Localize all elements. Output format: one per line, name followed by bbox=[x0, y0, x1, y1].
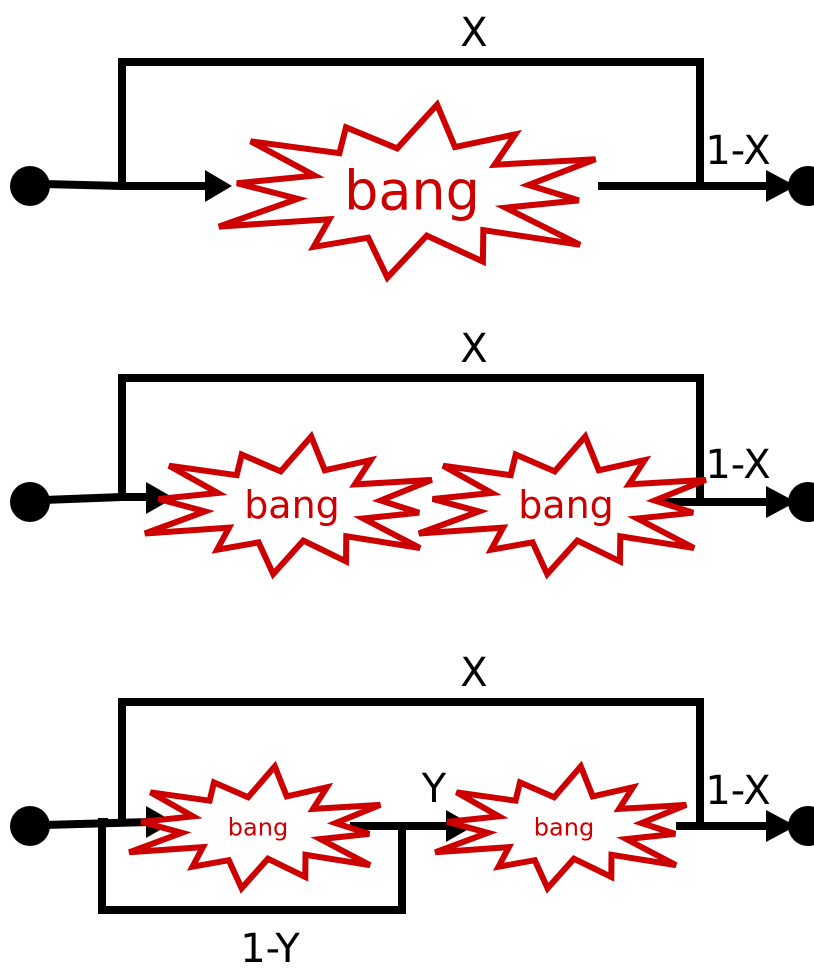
bypass-path bbox=[118, 58, 704, 186]
burst-shape bbox=[434, 760, 688, 894]
bang-burst: bang bbox=[217, 99, 597, 283]
input-wire bbox=[43, 493, 150, 504]
feedback-label-1-y: 1-Y bbox=[240, 926, 300, 970]
bang-burst-1: bang bbox=[128, 760, 382, 894]
output-arrowhead bbox=[766, 170, 796, 202]
bang-burst-2: bang bbox=[434, 760, 688, 894]
input-wire bbox=[43, 180, 210, 190]
bang-burst-1: bang bbox=[143, 430, 433, 580]
output-terminal bbox=[788, 482, 814, 522]
input-wire bbox=[43, 818, 151, 829]
output-label-1-x: 1-X bbox=[705, 128, 770, 174]
output-arrowhead bbox=[766, 486, 796, 518]
bang-label: bang bbox=[228, 814, 288, 842]
output-arrowhead bbox=[766, 810, 796, 842]
output-terminal bbox=[788, 166, 814, 206]
between-label-y: Y bbox=[421, 766, 447, 812]
burst-shape bbox=[417, 430, 707, 580]
input-terminal bbox=[10, 806, 50, 846]
bypass-path bbox=[118, 374, 704, 500]
bang-burst-2: bang bbox=[417, 430, 707, 580]
input-terminal bbox=[10, 166, 50, 206]
diagram-2: bang bang X 1-X bbox=[10, 326, 814, 580]
bypass-label-x: X bbox=[460, 326, 487, 372]
burst-shape bbox=[143, 430, 433, 580]
output-terminal bbox=[788, 806, 814, 846]
bang-label: bang bbox=[518, 483, 614, 527]
input-terminal bbox=[10, 482, 50, 522]
bang-label: bang bbox=[344, 159, 480, 222]
burst-shape bbox=[217, 99, 597, 283]
bypass-label-x: X bbox=[460, 650, 487, 696]
diagram-1: bang X 1-X bbox=[10, 10, 814, 283]
input-arrowhead bbox=[205, 170, 232, 202]
diagram-3: bang bang X Y 1-X 1-Y bbox=[10, 650, 814, 970]
output-label-1-x: 1-X bbox=[705, 442, 770, 488]
bypass-label-x: X bbox=[460, 10, 487, 56]
output-label-1-x: 1-X bbox=[705, 768, 770, 814]
bypass-path bbox=[118, 698, 704, 826]
burst-shape bbox=[128, 760, 382, 894]
bang-label: bang bbox=[534, 814, 594, 842]
bang-label: bang bbox=[244, 483, 340, 527]
